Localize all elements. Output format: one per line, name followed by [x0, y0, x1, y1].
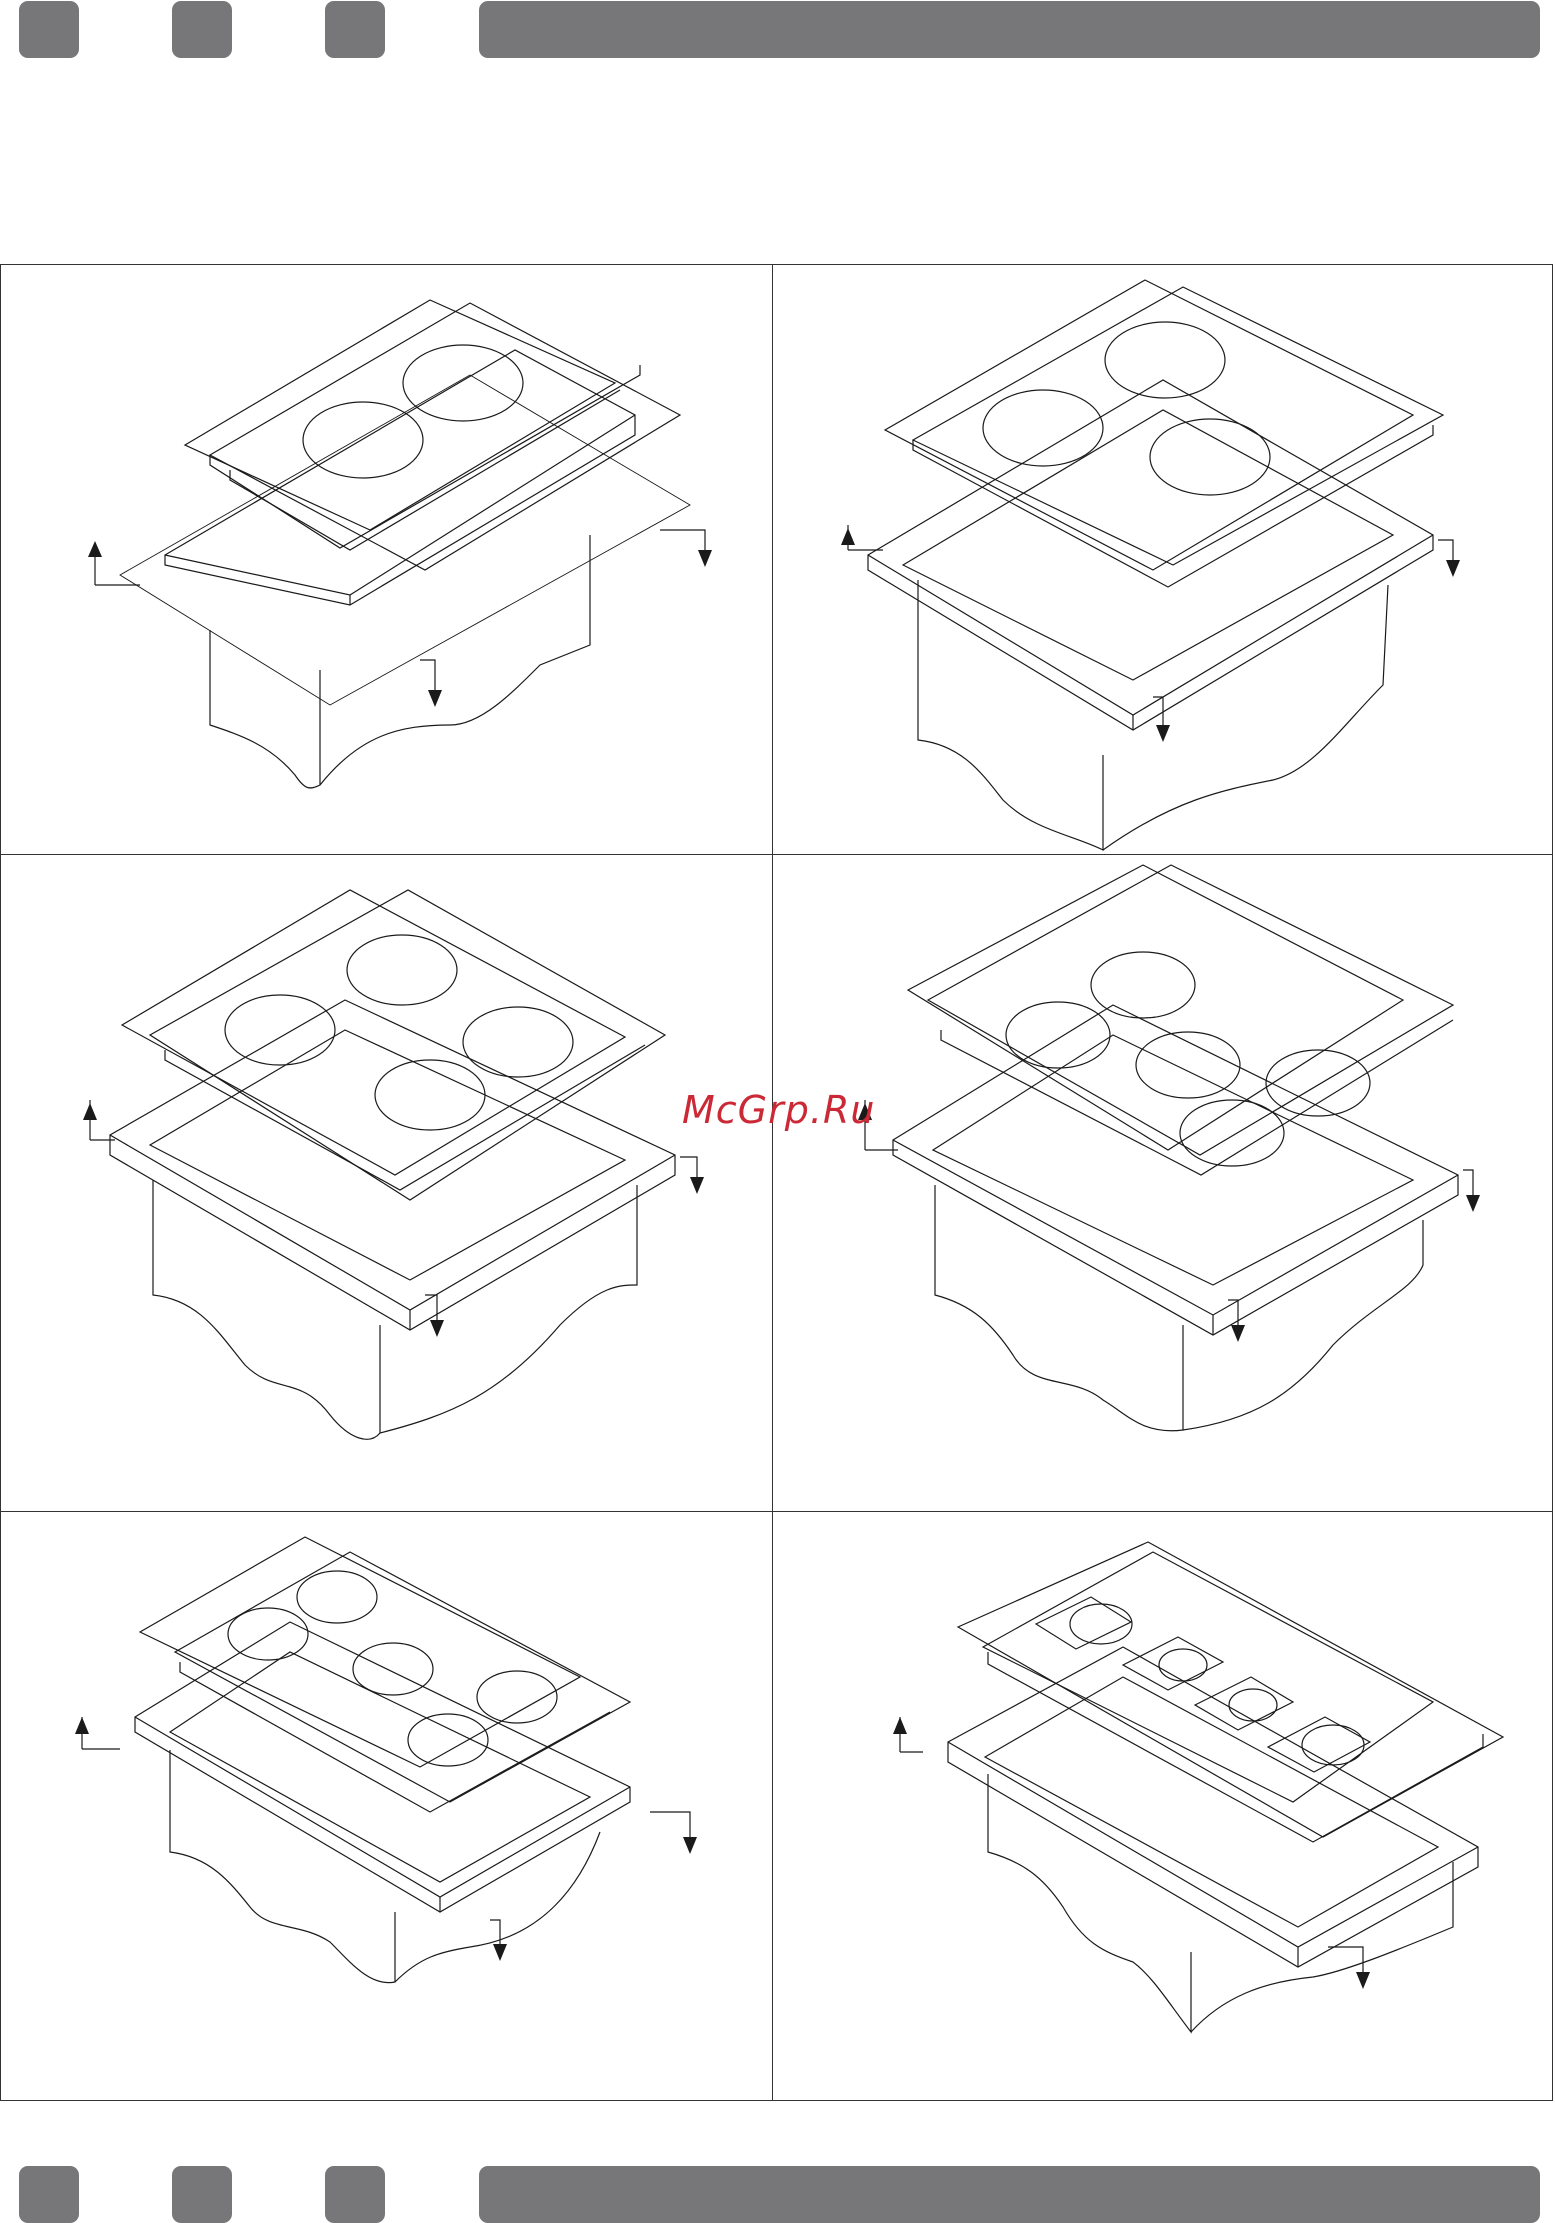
figure-hob-5-zone	[773, 855, 1553, 1511]
figure-hob-4-zone-domino	[773, 1512, 1553, 2100]
header-tab-1	[19, 1, 79, 58]
footer-tab-1	[19, 2166, 79, 2223]
figure-hob-2-zone	[0, 265, 772, 854]
footer-tab-2	[172, 2166, 232, 2223]
header-bar	[479, 1, 1540, 58]
footer-bar	[479, 2166, 1540, 2223]
figure-hob-3-zone	[773, 265, 1553, 854]
figure-hob-5-zone-wide	[0, 1512, 772, 2100]
figure-hob-4-zone	[0, 855, 772, 1511]
watermark: McGrp.Ru	[682, 1088, 875, 1132]
footer-tab-3	[325, 2166, 385, 2223]
header-tab-2	[172, 1, 232, 58]
header-tab-3	[325, 1, 385, 58]
